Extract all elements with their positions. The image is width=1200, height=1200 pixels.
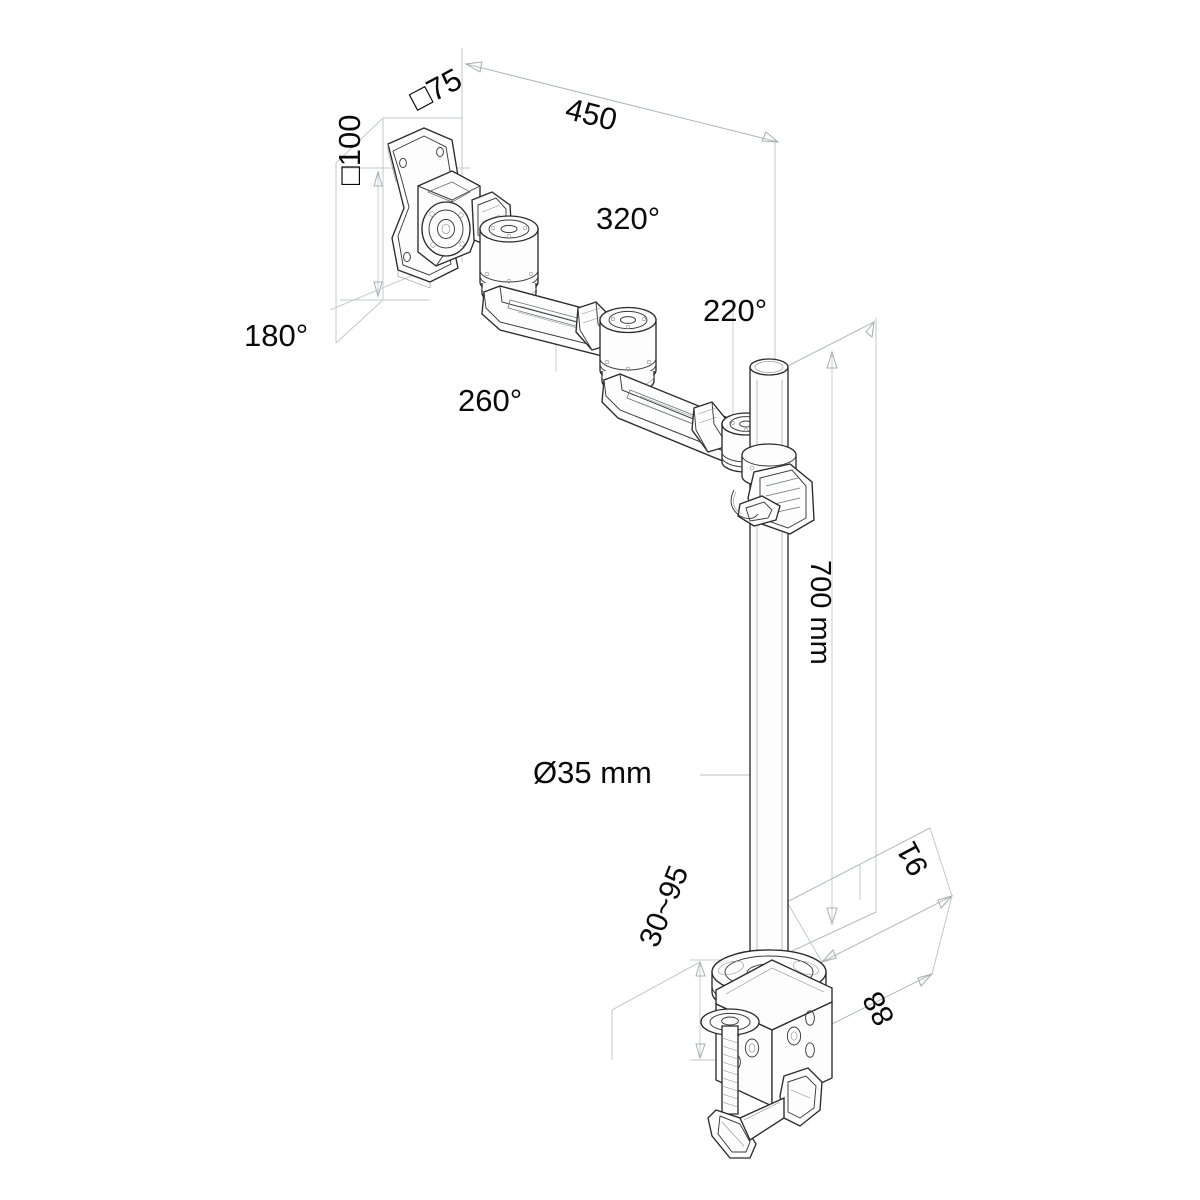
dimension-joint-220: 220° bbox=[703, 293, 768, 328]
lower-arm-segment bbox=[601, 373, 755, 465]
clamp-hook-feet bbox=[707, 1067, 823, 1159]
clamp-thumb-screw bbox=[700, 1008, 760, 1115]
dimension-construction-lines bbox=[329, 48, 954, 1061]
pole-collar-clamp bbox=[730, 443, 815, 535]
dimension-joint-260: 260° bbox=[458, 383, 523, 418]
dimension-vesa-large: □100 bbox=[332, 114, 367, 185]
dimension-pole-height: 700 mm bbox=[804, 560, 836, 665]
dimension-tilt-180: 180° bbox=[244, 318, 309, 353]
dimension-pole-diameter: Ø35 mm bbox=[533, 755, 652, 790]
dimension-joint-320: 320° bbox=[596, 201, 661, 236]
